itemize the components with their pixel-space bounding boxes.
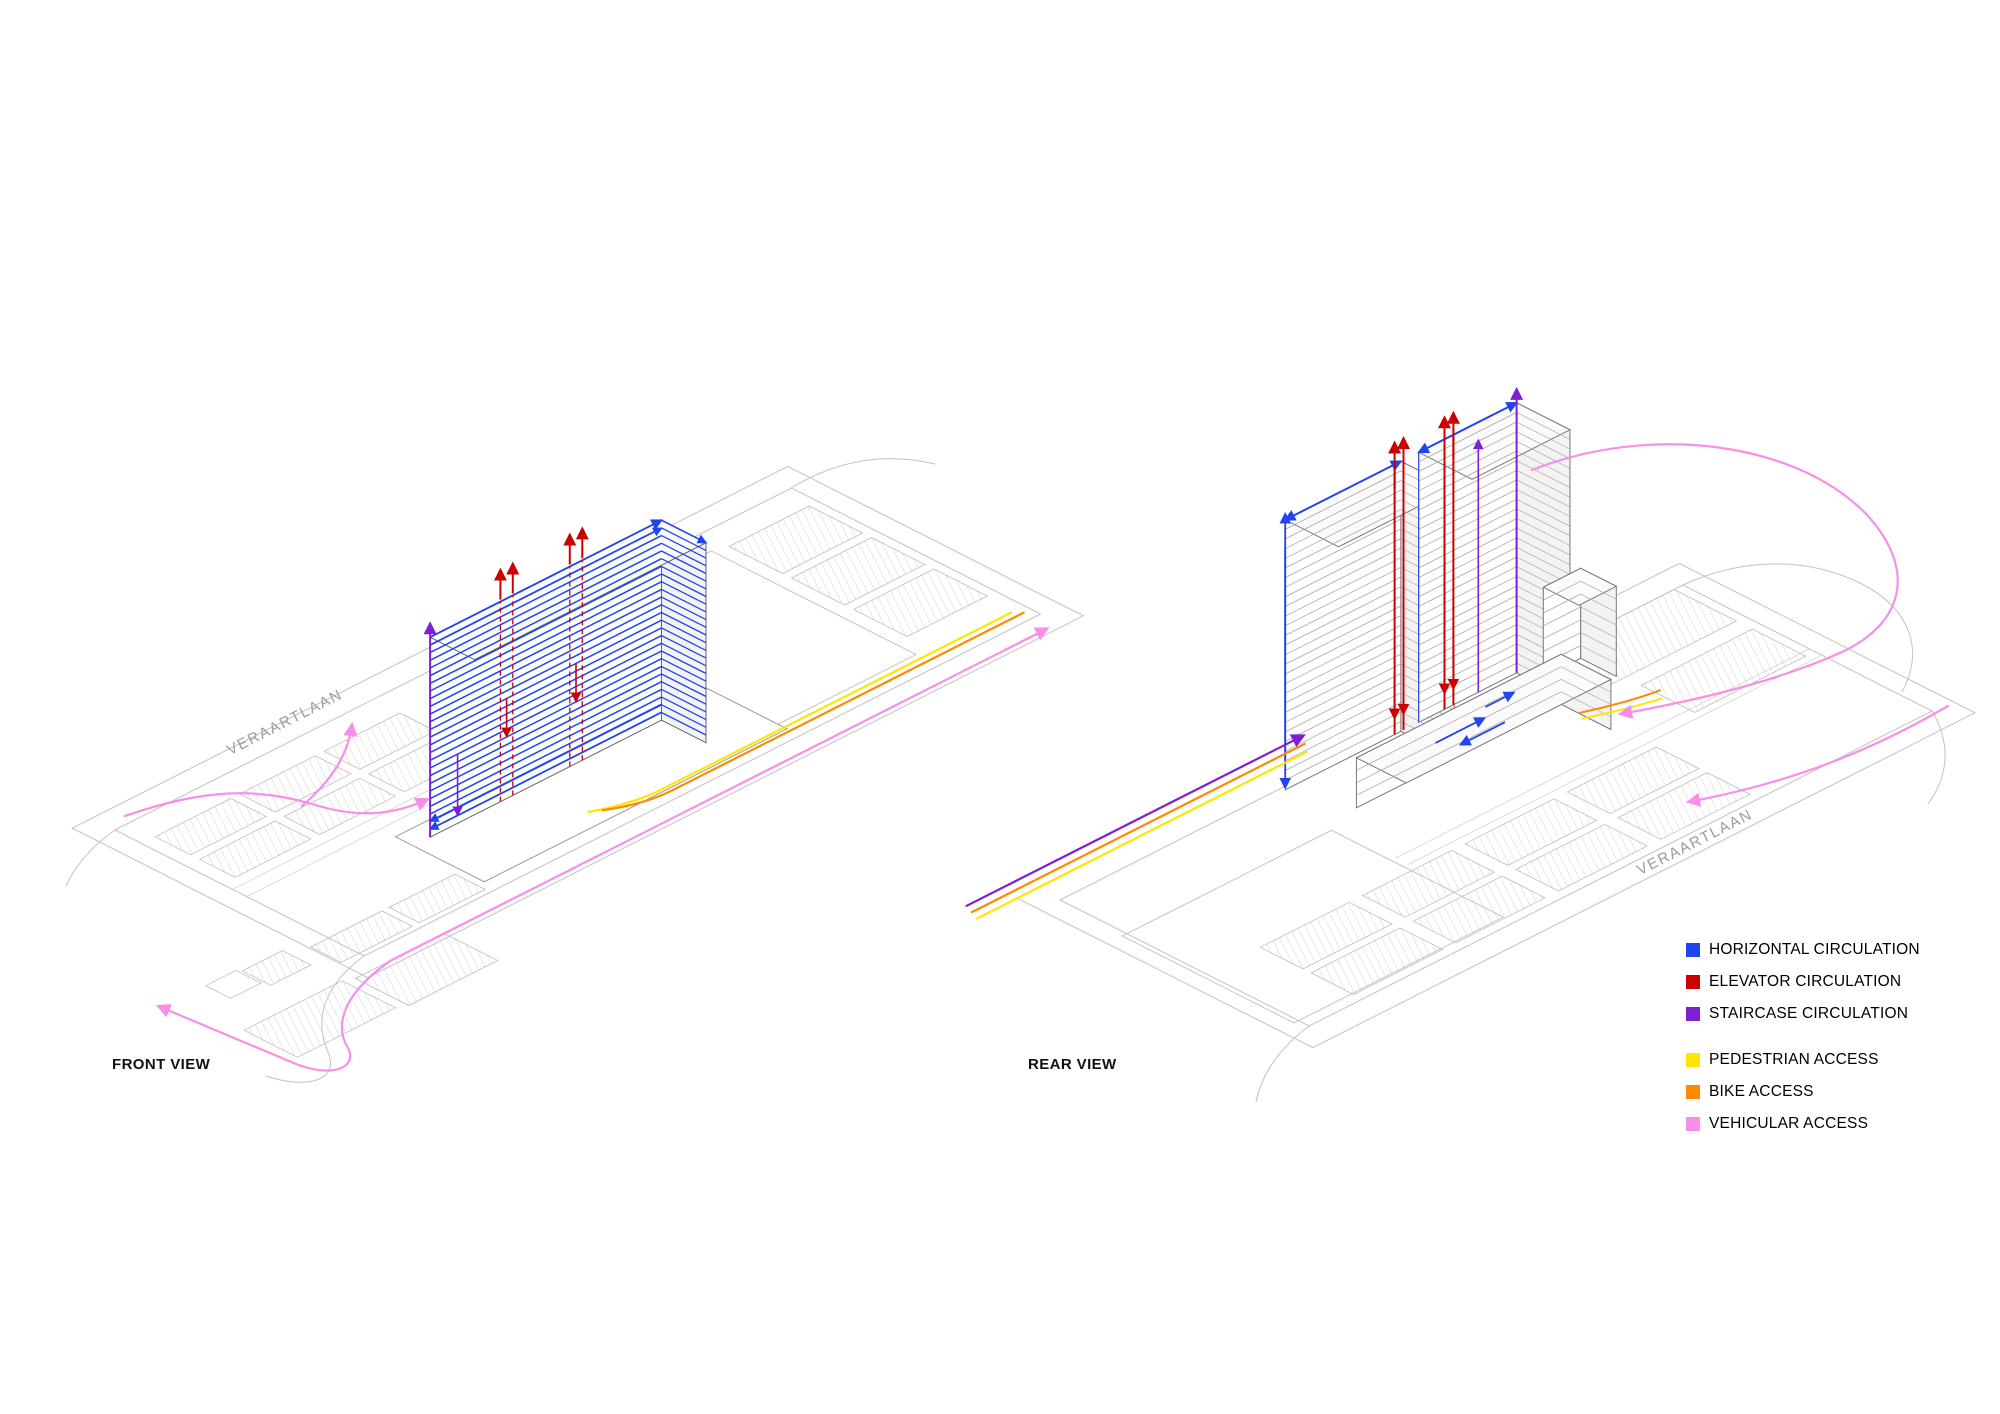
horizontal-circulation [429,519,664,639]
pedestrian-access [975,750,1308,920]
parking-lot [1566,746,1700,815]
swatch-rect [1686,1117,1700,1131]
parking-lot [154,798,268,856]
bike-access [1578,689,1661,714]
inner-lane [1407,654,1822,865]
legend-swatch-staircase [1686,1007,1700,1021]
legend-item-staircase-circulation: STAIRCASE CIRCULATION [1686,998,1920,1030]
plaza [1121,829,1505,1024]
swatch-rect [1686,943,1700,957]
swatch-rect [1686,1007,1700,1021]
parking-lot [243,980,397,1058]
legend-item-bike-access: BIKE ACCESS [1686,1076,1920,1108]
swatch-rect [1686,1085,1700,1099]
vehicular-access [156,630,1042,1072]
parking-lot [309,910,414,963]
vehicular-access [123,792,430,818]
pedestrian-access [587,611,1013,814]
horizontal-circulation [1435,717,1487,744]
horizontal-circulation [1458,721,1506,746]
legend-group-circulation: HORIZONTAL CIRCULATION ELEVATOR CIRCULAT… [1686,934,1920,1030]
front-building [428,519,708,839]
horizontal-circulation [428,711,662,830]
front-circulation [123,519,1050,1072]
bike-access [601,611,1025,812]
legend-label: ELEVATOR CIRCULATION [1709,973,1902,990]
legend-item-vehicular-access: VEHICULAR ACCESS [1686,1108,1920,1140]
legend-swatch-pedestrian [1686,1053,1700,1067]
legend-label: HORIZONTAL CIRCULATION [1709,941,1920,958]
road-curve [65,829,116,887]
rear-circulation [965,386,1950,920]
parking-lot [790,537,926,606]
horizontal-circulation [1417,401,1518,454]
parking-lot [241,950,312,986]
legend: HORIZONTAL CIRCULATION ELEVATOR CIRCULAT… [1686,934,1920,1140]
legend-item-pedestrian-access: PEDESTRIAN ACCESS [1686,1044,1920,1076]
front-view-label: FRONT VIEW [112,1056,211,1073]
parking-lot [198,820,312,878]
swatch-rect [1686,975,1700,989]
legend-swatch-bike [1686,1085,1700,1099]
horizontal-circulation [1484,691,1516,708]
legend-label: VEHICULAR ACCESS [1709,1115,1869,1132]
rear-building [1284,401,1618,809]
building-roof [1542,567,1618,606]
legend-swatch-vehicular [1686,1117,1700,1131]
legend-item-horizontal-circulation: HORIZONTAL CIRCULATION [1686,934,1920,966]
staircase-circulation [965,734,1306,908]
parking-lot [1259,901,1393,970]
horizontal-circulation [1283,460,1402,521]
parking-lot [388,873,487,924]
parking-lot [1464,798,1598,866]
road-curve [790,458,936,489]
rear-view-label: REAR VIEW [1028,1056,1117,1073]
parking-lot [852,568,989,637]
vehicular-access [300,721,358,808]
vehicular-access [1685,704,1950,807]
legend-label: BIKE ACCESS [1709,1083,1814,1100]
parking-lot [1514,823,1649,892]
road-curve [1682,563,1914,693]
legend-swatch-horizontal [1686,943,1700,957]
road-curve [1927,710,1946,805]
rear-site [1016,562,1977,1103]
parking-lot [283,777,397,835]
vehicular-access [1004,627,1050,651]
front-site [65,458,1085,1083]
legend-swatch-elevator [1686,975,1700,989]
parking-lot [238,755,352,813]
parking-lot [1361,850,1496,918]
road-curve [1255,1025,1310,1103]
legend-label: PEDESTRIAN ACCESS [1709,1051,1879,1068]
legend-label: STAIRCASE CIRCULATION [1709,1005,1909,1022]
vehicular-access [1530,443,1899,719]
road-curve [265,955,365,1083]
parking-lot [1617,772,1751,840]
parking-lot [1310,927,1444,995]
horizontal-circulation [661,519,708,544]
legend-item-elevator-circulation: ELEVATOR CIRCULATION [1686,966,1920,998]
legend-group-access: PEDESTRIAN ACCESS BIKE ACCESS VEHICULAR … [1686,1044,1920,1140]
horizontal-circulation [429,527,663,646]
bike-access [970,742,1307,914]
small-building [204,969,262,999]
parking-lot [728,505,864,574]
swatch-rect [1686,1053,1700,1067]
horizontal-circulation [428,703,662,822]
parking-lot [1412,875,1546,944]
